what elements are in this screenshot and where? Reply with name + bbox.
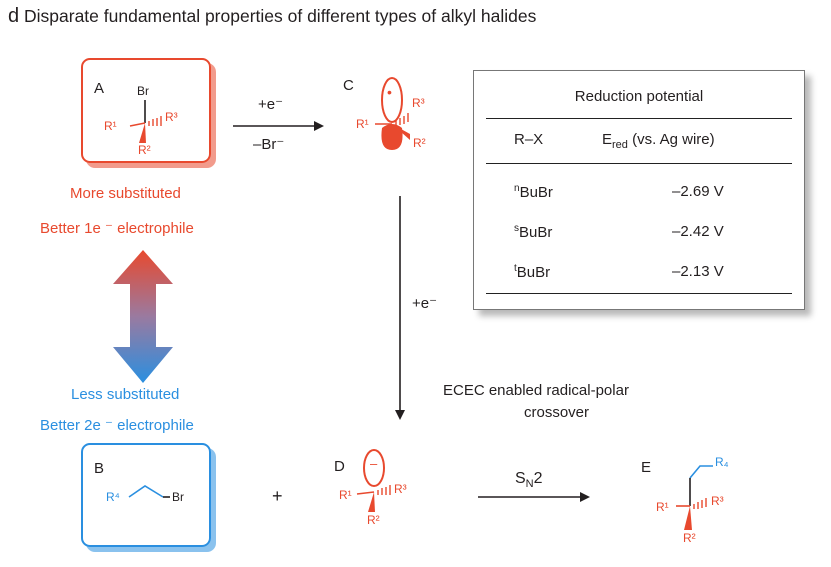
- plus-sign: +: [272, 486, 283, 506]
- compound-a-br: Br: [137, 84, 149, 98]
- compound-b-label: B: [94, 460, 105, 477]
- compound-e-r2: R²: [683, 531, 696, 545]
- compound-c-r1: R¹: [356, 117, 369, 131]
- table-row-tbubr: tBuBr: [514, 263, 551, 281]
- compound-a-structure: [129, 100, 162, 143]
- compound-e-structure: [676, 465, 713, 530]
- compound-c-r3: R³: [412, 96, 425, 110]
- arrow-a-to-c: [233, 121, 324, 131]
- reduction-potential-table: Reduction potential R–X Ered (vs. Ag wir…: [473, 70, 805, 310]
- table-row-nbubr: nBuBr: [514, 183, 553, 201]
- compound-e-r1: R¹: [656, 500, 669, 514]
- caption-better-1e: Better 1e ⁻ electrophile: [40, 220, 194, 237]
- caption-better-2e: Better 2e ⁻ electrophile: [40, 417, 194, 434]
- compound-d-r1: R¹: [339, 488, 352, 502]
- compound-b-br: Br: [172, 490, 184, 504]
- sn2-label: SN2: [515, 470, 543, 491]
- compound-b-structure: [128, 485, 170, 498]
- compound-c-r2: R²: [413, 136, 426, 150]
- table-bottom-rule: [486, 293, 792, 294]
- compound-e-label: E: [641, 459, 652, 476]
- arrow-ac-top-label: +e⁻: [258, 96, 284, 113]
- compound-d-r3: R³: [394, 482, 407, 496]
- compound-c-label: C: [343, 77, 354, 94]
- table-header-rx: R–X: [514, 131, 544, 148]
- compound-a-r1: R¹: [104, 119, 117, 133]
- compound-e-r4: R₄: [715, 455, 729, 469]
- arrow-cd-label: +e⁻: [412, 295, 438, 312]
- figure-heading: d Disparate fundamental properties of di…: [8, 5, 536, 28]
- compound-d-r2: R²: [367, 513, 380, 527]
- panel-letter: d: [8, 5, 20, 27]
- arrow-c-to-d: [395, 196, 405, 420]
- arrow-d-to-e: [478, 492, 590, 502]
- table-row-sbubr: sBuBr: [514, 223, 553, 241]
- table-header-rule: [486, 163, 792, 164]
- caption-more-substituted: More substituted: [70, 185, 181, 202]
- compound-a-r3: R³: [165, 110, 178, 124]
- table-header-ered: Ered (vs. Ag wire): [602, 131, 715, 151]
- compound-b-box: [81, 443, 211, 547]
- table-title: Reduction potential: [574, 88, 704, 105]
- compound-a-r2: R²: [138, 143, 151, 157]
- heading-text: Disparate fundamental properties of diff…: [24, 6, 537, 26]
- table-value-sbubr: –2.42 V: [672, 223, 724, 240]
- compound-d-anion-charge: –: [370, 456, 378, 471]
- compound-c-structure: [375, 77, 410, 150]
- ecec-caption-line2: crossover: [524, 404, 590, 421]
- compound-d-structure: [356, 449, 391, 512]
- compound-b-r4: R⁴: [106, 490, 120, 504]
- arrow-ac-bottom-label: –Br⁻: [253, 136, 285, 153]
- compound-c-radical-dot: •: [387, 84, 392, 100]
- compound-d-label: D: [334, 458, 345, 475]
- table-value-tbubr: –2.13 V: [672, 263, 724, 280]
- table-top-rule: [486, 118, 792, 119]
- substitution-gradient-arrow: [113, 250, 173, 383]
- table-value-nbubr: –2.69 V: [672, 183, 724, 200]
- compound-e-r3: R³: [711, 494, 724, 508]
- caption-less-substituted: Less substituted: [71, 386, 180, 403]
- ecec-caption-line1: ECEC enabled radical-polar: [443, 382, 629, 399]
- compound-a-box: [81, 58, 211, 163]
- compound-a-label: A: [94, 80, 105, 97]
